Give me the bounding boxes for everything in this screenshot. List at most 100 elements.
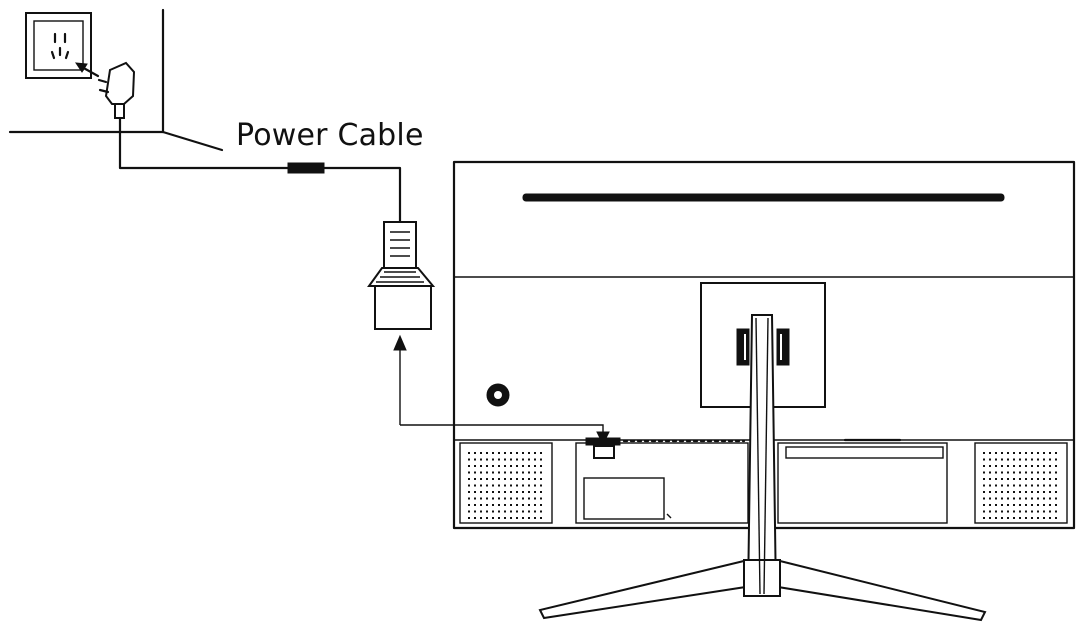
grille-dot [522, 465, 524, 467]
grille-dot [1013, 510, 1015, 513]
grille-dot [492, 465, 494, 467]
grille-dot [528, 491, 530, 493]
grille-dot [989, 471, 991, 474]
grille-dot [480, 458, 482, 461]
grille-dot [492, 497, 494, 500]
grille-dot [995, 458, 997, 461]
grille-dot [983, 471, 985, 474]
grille-dot [1043, 497, 1045, 500]
grille-dot [1043, 458, 1045, 461]
grille-dot [1049, 484, 1051, 487]
grille-dot [534, 465, 536, 467]
grille-dot [1019, 452, 1021, 454]
grille-dot [1001, 458, 1003, 461]
grille-dot [1025, 517, 1027, 519]
grille-dot [474, 465, 476, 467]
grille-dot [989, 458, 991, 461]
grille-dot [480, 491, 482, 493]
grille-dot [1031, 465, 1033, 467]
grille-dot [1007, 458, 1009, 461]
grille-dot [1001, 478, 1003, 480]
grille-dot [1043, 510, 1045, 513]
grille-dot [1031, 517, 1033, 519]
grille-dot [522, 517, 524, 519]
grille-dot [510, 484, 512, 487]
grille-dot [510, 510, 512, 513]
grille-dot [528, 452, 530, 454]
grille-dot [528, 478, 530, 480]
grille-dot [983, 491, 985, 493]
grille-dot [1043, 452, 1045, 454]
left-speaker-grille [468, 452, 542, 519]
grille-dot [468, 465, 470, 467]
grille-dot [534, 478, 536, 480]
grille-dot [1001, 497, 1003, 500]
grille-dot [1037, 491, 1039, 493]
grille-dot [492, 491, 494, 493]
grille-dot [1031, 452, 1033, 454]
grille-dot [1007, 497, 1009, 500]
grille-dot [995, 510, 997, 513]
grille-dot [510, 497, 512, 500]
grille-dot [480, 478, 482, 480]
grille-dot [504, 452, 506, 454]
grille-dot [486, 484, 488, 487]
power-plug-icon [97, 61, 136, 119]
grille-dot [540, 491, 542, 493]
grille-dot [510, 471, 512, 474]
grille-dot [1007, 452, 1009, 454]
wall-corner [8, 8, 224, 152]
grille-dot [486, 517, 488, 519]
grille-dot [522, 458, 524, 461]
grille-dot [534, 484, 536, 487]
grille-dot [1055, 478, 1057, 480]
grille-dot [1019, 478, 1021, 480]
grille-dot [516, 458, 518, 461]
grille-dot [1007, 478, 1009, 480]
grille-dot [468, 471, 470, 474]
grille-dot [486, 491, 488, 493]
grille-dot [1019, 510, 1021, 513]
grille-dot [1055, 471, 1057, 474]
grille-dot [480, 465, 482, 467]
grille-dot [522, 484, 524, 487]
grille-dot [516, 465, 518, 467]
grille-dot [486, 478, 488, 480]
grille-dot [995, 504, 997, 506]
grille-dot [486, 510, 488, 513]
grille-dot [534, 510, 536, 513]
grille-dot [516, 510, 518, 513]
grille-dot [498, 452, 500, 454]
grille-dot [480, 497, 482, 500]
grille-dot [522, 478, 524, 480]
grille-dot [995, 517, 997, 519]
grille-dot [1013, 465, 1015, 467]
grille-dot [1043, 478, 1045, 480]
grille-dot [1055, 484, 1057, 487]
grille-dot [989, 510, 991, 513]
grille-dot [486, 504, 488, 506]
power-cable-line [118, 116, 402, 224]
grille-dot [983, 517, 985, 519]
grille-dot [1013, 517, 1015, 519]
grille-dot [540, 504, 542, 506]
grille-dot [1025, 484, 1027, 487]
routing-arrow [393, 334, 610, 446]
grille-dot [516, 517, 518, 519]
grille-dot [480, 517, 482, 519]
grille-dot [1037, 465, 1039, 467]
grille-dot [1037, 452, 1039, 454]
grille-dot [989, 465, 991, 467]
grille-dot [504, 484, 506, 487]
grille-dot [1055, 517, 1057, 519]
grille-dot [983, 452, 985, 454]
grille-dot [1019, 497, 1021, 500]
grille-dot [504, 510, 506, 513]
grille-dot [534, 491, 536, 493]
grille-dot [989, 478, 991, 480]
grille-dot [492, 504, 494, 506]
grille-dot [504, 458, 506, 461]
grille-dot [468, 510, 470, 513]
